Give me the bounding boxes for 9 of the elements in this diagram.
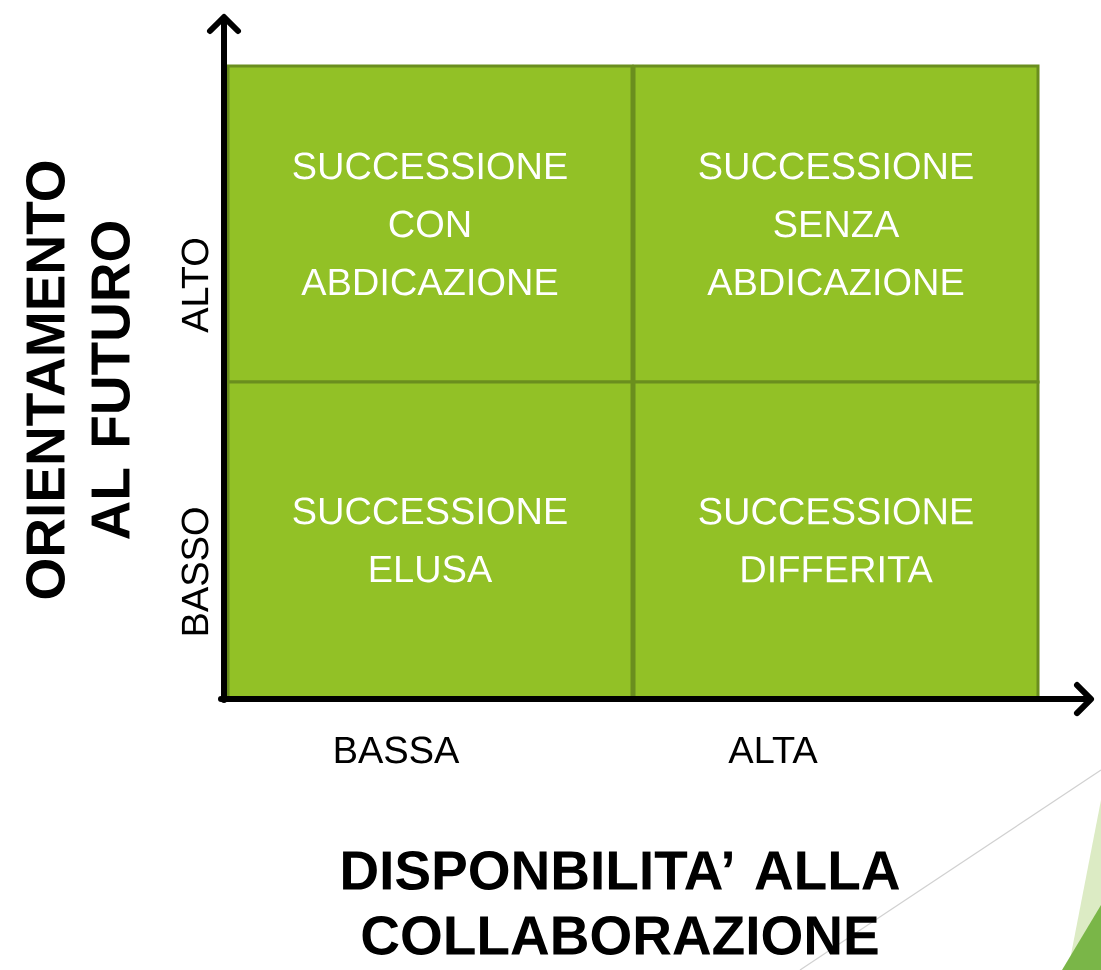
axis-title: DISPONBILITA’ ALLA COLLABORAZIONE — [343, 851, 900, 955]
quadrant-box: SUCCESSIONE DIFFERITA — [632, 380, 1040, 700]
quadrant-box: SUCCESSIONE CON ABDICAZIONE — [226, 64, 634, 384]
quadrant-box: SUCCESSIONE ELUSA — [226, 380, 634, 700]
axis-label: ALTO — [181, 238, 209, 333]
axis-label: BASSA — [335, 736, 460, 764]
axis-title: ORIENTAMENTO AL FUTURO — [26, 161, 130, 599]
quadrant-box: SUCCESSIONE SENZA ABDICAZIONE — [632, 64, 1040, 384]
axis-label: ALTA — [728, 736, 818, 764]
